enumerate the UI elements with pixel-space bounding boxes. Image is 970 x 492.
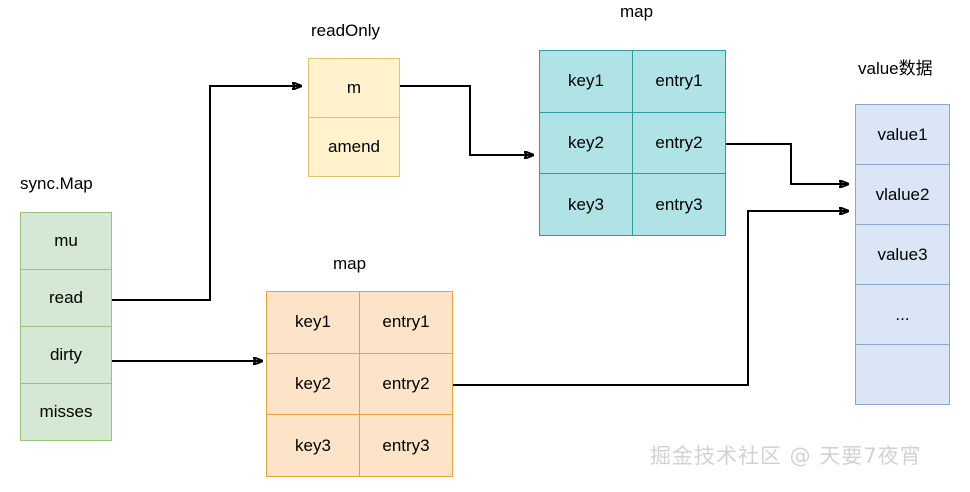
value-cell-2: vlalue2 [855,164,950,225]
watermark-text: 掘金技术社区 @ 天要7夜宵 [650,444,922,468]
dirty-map-key-3: key3 [266,414,360,477]
label-read-only: readOnly [311,21,380,40]
read-map-key-3: key3 [539,173,633,236]
dirty-map-entry-1: entry1 [359,291,453,354]
read-map-entry-3: entry3 [632,173,726,236]
value-cell-1: value1 [855,104,950,165]
sync-map-field-read: read [20,269,112,327]
label-map-read: map [620,2,654,21]
value-cell-3: value3 [855,224,950,285]
read-map-grid: key1 entry1 key2 entry2 key3 entry3 [539,50,726,236]
dirty-map-entry-3: entry3 [359,414,453,477]
read-map-key-2: key2 [539,111,633,175]
connector-dirty-entry2-to-value [453,211,848,386]
dirty-map-key-1: key1 [266,291,360,354]
connector-read-entry2-to-value [726,143,848,184]
label-value-data: value数据 [858,59,933,78]
label-sync-map: sync.Map [20,174,93,193]
sync-map-field-dirty: dirty [20,326,112,384]
dirty-map-key-2: key2 [266,352,360,416]
sync-map-field-misses: misses [20,383,112,441]
read-map-entry-1: entry1 [632,50,726,113]
read-map-key-1: key1 [539,50,633,113]
label-map-dirty: map [333,254,367,273]
dirty-map-entry-2: entry2 [359,352,453,416]
read-map-entry-2: entry2 [632,111,726,175]
value-column: value1 vlalue2 value3 ... [855,104,950,405]
value-cell-empty [855,344,950,405]
connector-m-to-read-map [400,85,533,155]
connector-read-to-readonly [112,86,301,301]
dirty-map-grid: key1 entry1 key2 entry2 key3 entry3 [266,291,453,477]
read-only-field-m: m [308,58,400,118]
read-only-column: m amend [308,58,400,177]
sync-map-field-mu: mu [20,212,112,270]
value-cell-ellipsis: ... [855,284,950,345]
read-only-field-amend: amend [308,117,400,177]
sync-map-column: mu read dirty misses [20,212,112,441]
